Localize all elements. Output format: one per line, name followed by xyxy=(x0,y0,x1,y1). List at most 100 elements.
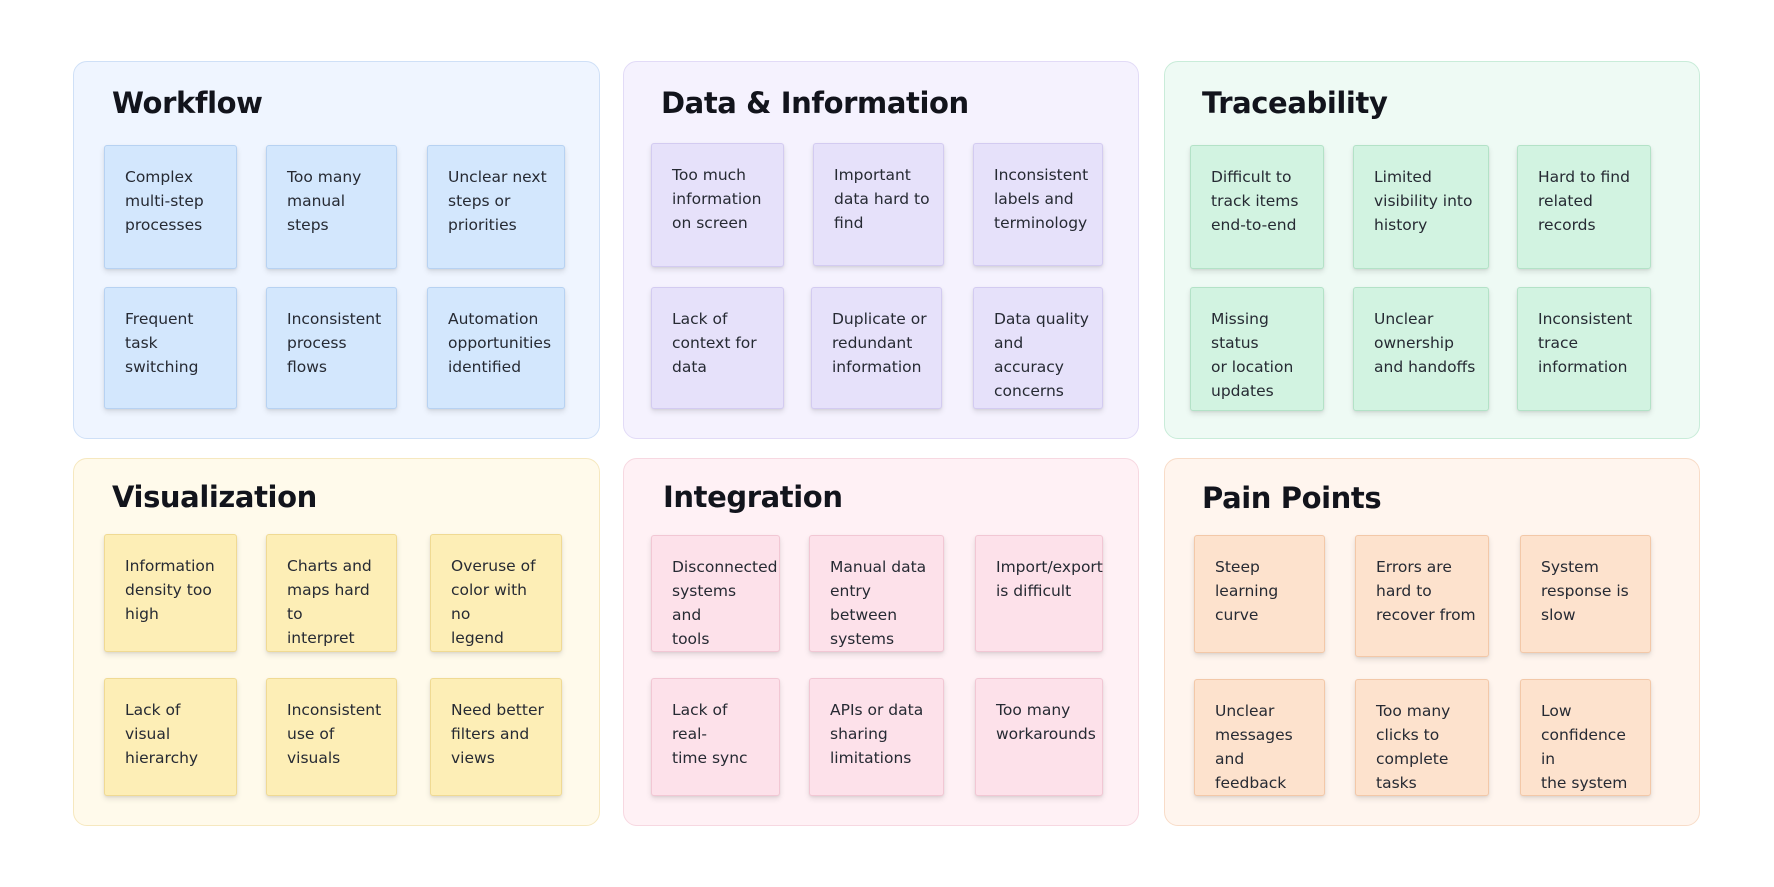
sticky-note[interactable]: Inconsistent use of visuals xyxy=(266,678,397,796)
sticky-note[interactable]: Complex multi-step processes xyxy=(104,145,237,269)
note-line: Automation xyxy=(448,310,539,328)
note-line: Import/export xyxy=(996,558,1103,576)
group-traceability[interactable]: Traceability Difficult to track items en… xyxy=(1164,61,1700,439)
sticky-note[interactable]: Lack of context for data xyxy=(651,287,784,409)
sticky-note[interactable]: Unclear next steps or priorities xyxy=(427,145,565,269)
group-title: Visualization xyxy=(112,480,317,514)
sticky-note[interactable]: Data quality and accuracy concerns xyxy=(973,287,1103,409)
note-line: data hard to xyxy=(834,190,930,208)
note-line: use of xyxy=(287,725,335,743)
sticky-note[interactable]: Lack of real- time sync xyxy=(651,678,780,796)
sticky-note[interactable]: Steep learning curve xyxy=(1194,535,1325,653)
sticky-note[interactable]: Import/export is difficult xyxy=(975,535,1103,652)
note-line: clicks to xyxy=(1376,726,1440,744)
sticky-note[interactable]: Missing status or location updates xyxy=(1190,287,1324,411)
note-line: and handoffs xyxy=(1374,358,1476,376)
note-line: opportunities xyxy=(448,334,552,352)
note-line: manual xyxy=(287,192,346,210)
note-line: labels and xyxy=(994,190,1074,208)
note-line: sharing xyxy=(830,725,888,743)
note-line: complete tasks xyxy=(1376,750,1449,792)
sticky-note[interactable]: Information density too high xyxy=(104,534,237,652)
note-line: Limited xyxy=(1374,168,1432,186)
note-line: end-to-end xyxy=(1211,216,1297,234)
sticky-note[interactable]: Overuse of color with no legend xyxy=(430,534,562,652)
sticky-note[interactable]: Inconsistent labels and terminology xyxy=(973,143,1103,266)
note-line: Missing status xyxy=(1211,310,1269,352)
sticky-note[interactable]: Automation opportunities identified xyxy=(427,287,565,409)
sticky-note[interactable]: Important data hard to find xyxy=(813,143,944,266)
note-line: limitations xyxy=(830,749,912,767)
sticky-note[interactable]: Low confidence in the system xyxy=(1520,679,1651,796)
note-line: Too much xyxy=(672,166,746,184)
note-line: Inconsistent xyxy=(287,310,382,328)
note-line: Hard to find xyxy=(1538,168,1630,186)
note-line: Manual data xyxy=(830,558,927,576)
group-integration[interactable]: Integration Disconnected systems and too… xyxy=(623,458,1139,826)
note-line: time sync xyxy=(672,749,748,767)
note-line: information xyxy=(1538,358,1628,376)
note-line: workarounds xyxy=(996,725,1096,743)
sticky-note[interactable]: Need better filters and views xyxy=(430,678,562,796)
note-line: steps xyxy=(287,216,329,234)
sticky-note[interactable]: Hard to find related records xyxy=(1517,145,1651,269)
note-line: Inconsistent xyxy=(1538,310,1633,328)
sticky-note[interactable]: Unclear ownership and handoffs xyxy=(1353,287,1489,411)
note-line: Frequent xyxy=(125,310,194,328)
note-line: hierarchy xyxy=(125,749,199,767)
sticky-note[interactable]: System response is slow xyxy=(1520,535,1651,653)
note-line: Unclear xyxy=(1374,310,1434,328)
note-line: feedback xyxy=(1215,774,1287,792)
note-line: Lack of xyxy=(672,310,728,328)
note-line: APIs or data xyxy=(830,701,924,719)
note-line: visibility into xyxy=(1374,192,1473,210)
group-title: Integration xyxy=(663,480,843,514)
sticky-note[interactable]: Too many clicks to complete tasks xyxy=(1355,679,1489,796)
sticky-note[interactable]: Difficult to track items end-to-end xyxy=(1190,145,1324,269)
sticky-note[interactable]: Too many manual steps xyxy=(266,145,397,269)
note-line: Important xyxy=(834,166,911,184)
group-visualization[interactable]: Visualization Information density too hi… xyxy=(73,458,600,826)
note-line: or location xyxy=(1211,358,1294,376)
note-line: flows xyxy=(287,358,327,376)
note-line: Disconnected xyxy=(672,558,778,576)
note-line: views xyxy=(451,749,495,767)
note-line: recover from xyxy=(1376,606,1476,624)
note-line: Data quality xyxy=(994,310,1089,328)
note-line: maps hard to xyxy=(287,581,370,623)
note-line: Unclear next xyxy=(448,168,547,186)
note-line: Lack of xyxy=(125,701,181,719)
sticky-note[interactable]: Charts and maps hard to interpret xyxy=(266,534,397,652)
sticky-note[interactable]: Too many workarounds xyxy=(975,678,1103,796)
note-line: Too many xyxy=(1376,702,1451,720)
sticky-note[interactable]: Frequent task switching xyxy=(104,287,237,409)
note-line: context for xyxy=(672,334,757,352)
note-line: Low xyxy=(1541,702,1572,720)
note-line: find xyxy=(834,214,864,232)
sticky-note[interactable]: Errors are hard to recover from xyxy=(1355,535,1489,657)
sticky-note[interactable]: Inconsistent trace information xyxy=(1517,287,1651,411)
sticky-note[interactable]: Duplicate or redundant information xyxy=(811,287,942,409)
sticky-note[interactable]: Limited visibility into history xyxy=(1353,145,1489,269)
note-line: Difficult to xyxy=(1211,168,1292,186)
sticky-note[interactable]: APIs or data sharing limitations xyxy=(809,678,944,796)
note-line: switching xyxy=(125,358,199,376)
note-line: related xyxy=(1538,192,1593,210)
group-data-information[interactable]: Data & Information Too much information … xyxy=(623,61,1139,439)
sticky-note[interactable]: Lack of visual hierarchy xyxy=(104,678,237,796)
group-title: Workflow xyxy=(112,86,263,120)
note-line: visuals xyxy=(287,749,341,767)
sticky-note[interactable]: Inconsistent process flows xyxy=(266,287,397,409)
sticky-note[interactable]: Disconnected systems and tools xyxy=(651,535,780,652)
note-line: Lack of real- xyxy=(672,701,728,743)
sticky-note[interactable]: Manual data entry between systems xyxy=(809,535,944,652)
note-line: systems xyxy=(830,630,895,648)
note-line: high xyxy=(125,605,159,623)
note-line: Information xyxy=(125,557,215,575)
sticky-note[interactable]: Unclear messages and feedback xyxy=(1194,679,1325,796)
note-line: concerns xyxy=(994,382,1064,400)
group-workflow[interactable]: Workflow Complex multi-step processes To… xyxy=(73,61,600,439)
group-pain-points[interactable]: Pain Points Steep learning curve Errors … xyxy=(1164,458,1700,826)
sticky-note[interactable]: Too much information on screen xyxy=(651,143,784,267)
